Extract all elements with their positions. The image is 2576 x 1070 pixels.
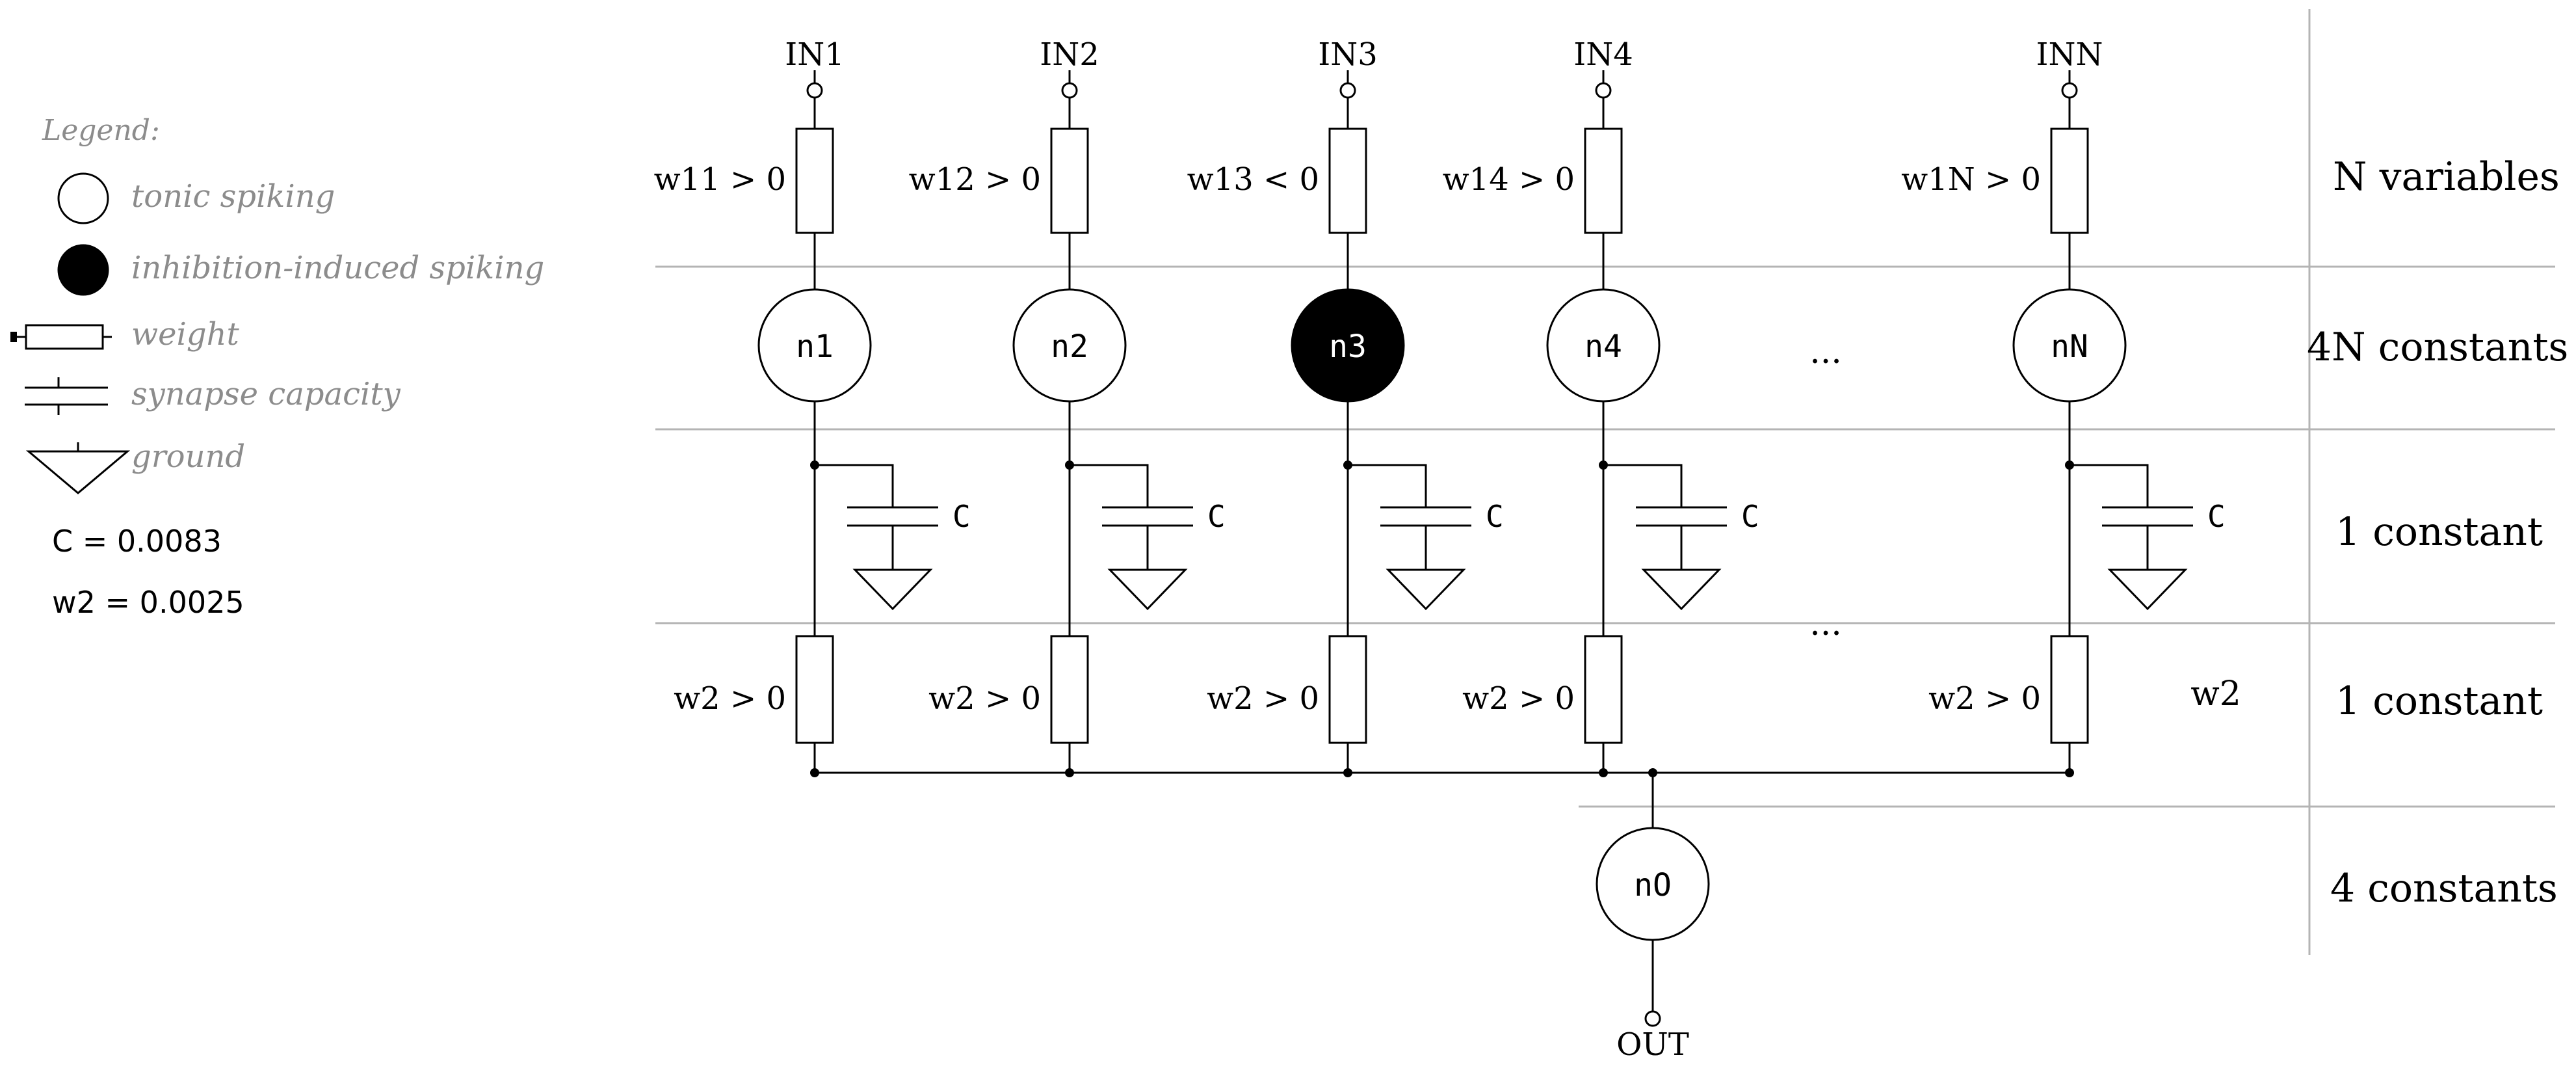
input-weight	[1584, 127, 1623, 234]
wire	[2070, 464, 2149, 507]
weight-symbol-icon	[10, 324, 112, 350]
junction	[1065, 768, 1074, 777]
input-terminal-icon	[2061, 82, 2078, 99]
ground-icon	[1641, 568, 1722, 611]
junction	[1343, 768, 1352, 777]
legend-title: Legend:	[42, 114, 160, 147]
capacitor-label: C	[2207, 499, 2226, 534]
capacitor-label: C	[1741, 499, 1759, 534]
output-terminal-icon	[1644, 1010, 1661, 1027]
input-weight-label: w1N > 0	[1901, 161, 2041, 198]
output-neuron-label: nO	[1634, 867, 1672, 903]
input-terminal-icon	[1595, 82, 1612, 99]
legend-ground-label: ground	[131, 438, 245, 475]
w2-value: w2 = 0.0025	[52, 585, 244, 620]
legend-tonic-spiking-label: tonic spiking	[131, 178, 335, 215]
row-label: 1 constant	[2335, 509, 2543, 555]
input-weight-label: w12 > 0	[909, 161, 1041, 198]
input-weight-label: w14 > 0	[1443, 161, 1575, 198]
neuron-label: n3	[1329, 328, 1367, 365]
tonic-spiking-symbol-icon	[57, 172, 109, 224]
input-label: IN3	[1318, 36, 1378, 73]
junction	[1599, 768, 1608, 777]
output-label: OUT	[1616, 1026, 1689, 1063]
legend-weight-label: weight	[131, 316, 239, 353]
wire	[1603, 464, 1683, 507]
ellipsis-neurons: ...	[1809, 332, 1842, 371]
legend: Legend: tonic spiking inhibition-induced…	[10, 114, 544, 620]
neuron-label: nN	[2051, 328, 2088, 365]
input-terminal-icon	[1339, 82, 1356, 99]
input-terminal-icon	[1061, 82, 1078, 99]
neuron-label: n2	[1051, 328, 1088, 365]
input-label: INN	[2036, 36, 2103, 73]
row-label: 4N constants	[2307, 325, 2568, 370]
capacitor-label: C	[1486, 499, 1504, 534]
row-label: N variables	[2333, 154, 2560, 200]
capacitor-label: C	[1207, 499, 1226, 534]
input-weight	[2050, 127, 2089, 234]
w2-label: w2	[2190, 675, 2241, 714]
output-weight	[1584, 635, 1623, 744]
output-weight	[795, 635, 834, 744]
input-label: IN4	[1573, 36, 1633, 73]
input-weight	[1050, 127, 1089, 234]
output-weight-label: w2 > 0	[1928, 680, 2041, 717]
output-weight	[1050, 635, 1089, 744]
wire	[815, 464, 894, 507]
output-weight	[2050, 635, 2089, 744]
ground-icon	[1386, 568, 1466, 611]
ellipsis-weights: ...	[1809, 604, 1842, 643]
row-dividers	[655, 9, 2555, 955]
legend-synapse-label: synapse capacity	[131, 376, 401, 412]
synapse-capacity-symbol-icon	[25, 377, 108, 415]
junction	[810, 768, 819, 777]
output-weight-label: w2 > 0	[1207, 680, 1319, 717]
ground-icon	[2107, 568, 2188, 611]
neuron-column: INN w1N > 0 nN Cw2 > 0	[1901, 36, 2226, 777]
junction	[2065, 768, 2074, 777]
input-weight-label: w11 > 0	[654, 161, 786, 198]
row-label: 1 constant	[2335, 678, 2543, 724]
ground-icon	[852, 568, 933, 611]
input-label: IN1	[785, 36, 845, 73]
input-weight	[1328, 127, 1367, 234]
output-bus: nO OUT	[815, 768, 2070, 1063]
input-label: IN2	[1040, 36, 1099, 73]
inhibition-spiking-symbol-icon	[57, 244, 109, 296]
row-labels: N variables 4N constants 1 constant 1 co…	[2307, 154, 2568, 911]
capacity-value: C = 0.0083	[52, 524, 222, 559]
legend-inhibition-label: inhibition-induced spiking	[131, 250, 544, 286]
neuron-label: n1	[796, 328, 834, 365]
ground-symbol-icon	[25, 442, 131, 494]
output-weight-label: w2 > 0	[928, 680, 1041, 717]
input-weight	[795, 127, 834, 234]
row-label: 4 constants	[2330, 866, 2558, 911]
input-weight-label: w13 < 0	[1187, 161, 1319, 198]
output-weight-label: w2 > 0	[674, 680, 786, 717]
neuron-label: n4	[1584, 328, 1622, 365]
output-weight	[1328, 635, 1367, 744]
wire	[1348, 464, 1427, 507]
capacitor-label: C	[953, 499, 971, 534]
ground-icon	[1107, 568, 1188, 611]
input-terminal-icon	[806, 82, 823, 99]
output-weight-label: w2 > 0	[1462, 680, 1575, 717]
wire	[1070, 464, 1149, 507]
